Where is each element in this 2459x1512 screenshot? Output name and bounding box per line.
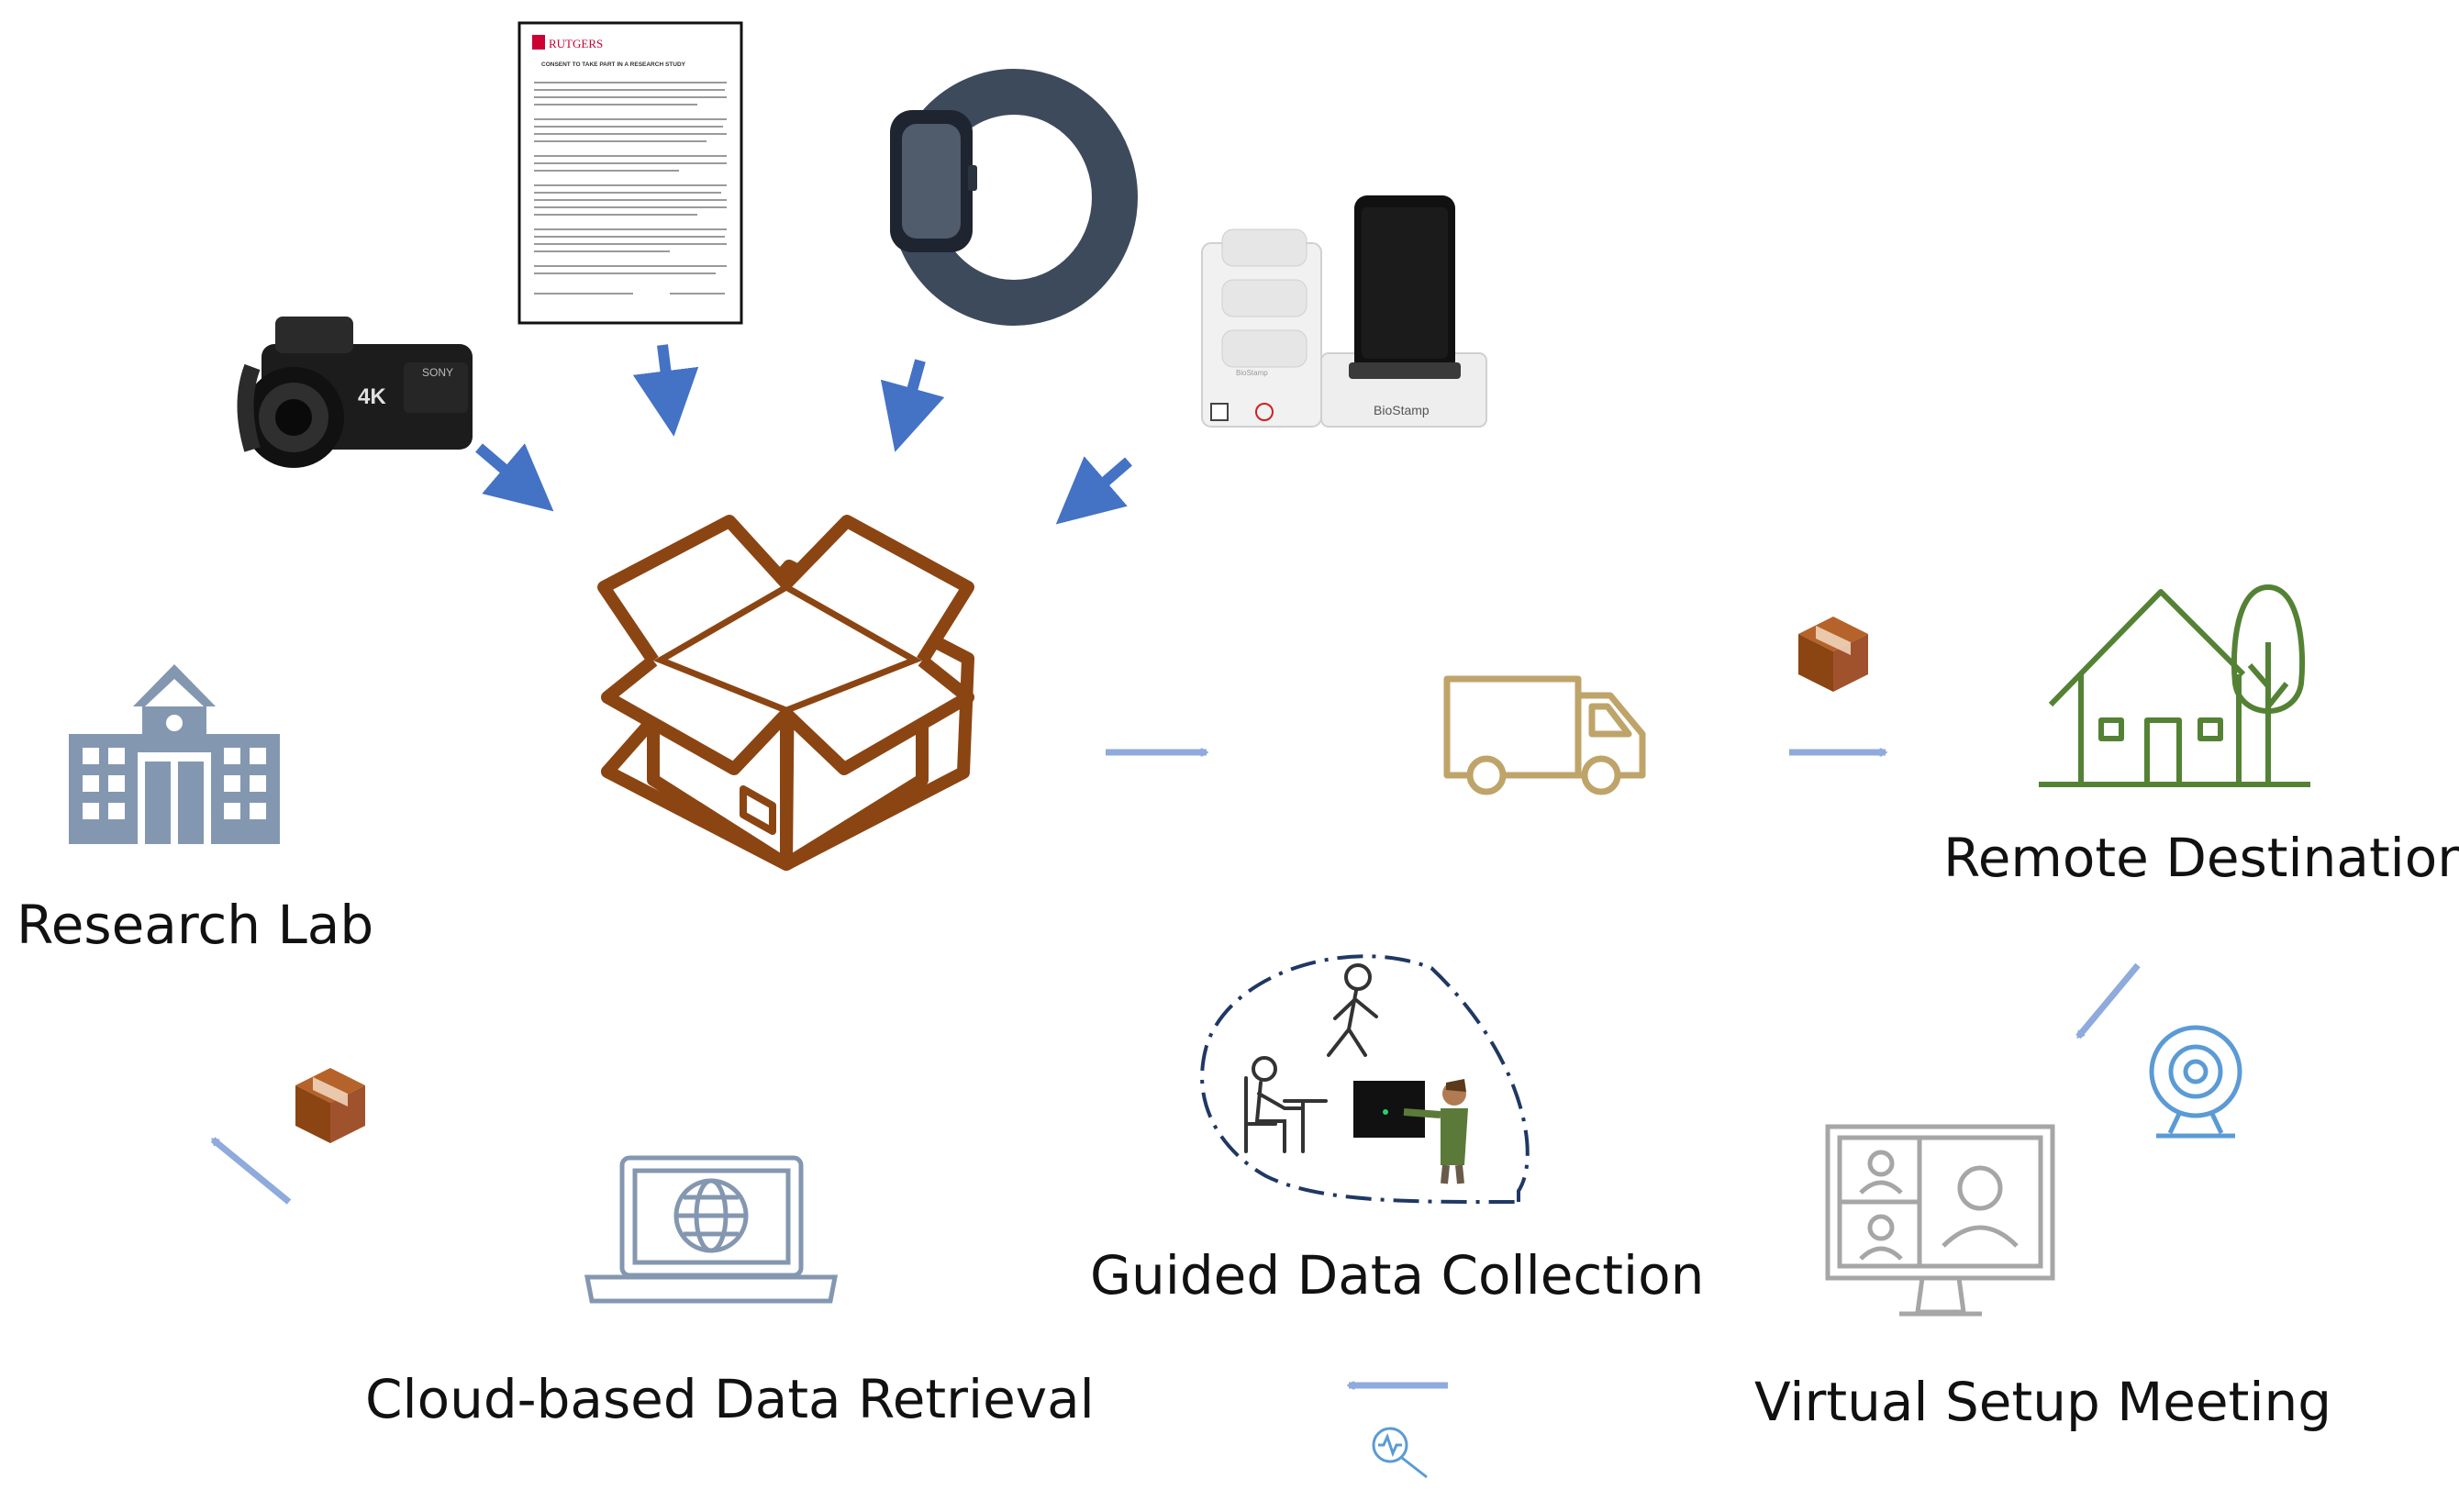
arrow-watch-to-box bbox=[880, 359, 945, 452]
arrow-biostamp-to-box bbox=[1055, 456, 1132, 525]
consent-title: CONSENT TO TAKE PART IN A RESEARCH STUDY bbox=[541, 61, 686, 68]
arrow-house-to-meeting bbox=[2075, 962, 2141, 1040]
school-building-icon bbox=[69, 664, 280, 844]
package-icon-bottom bbox=[295, 1068, 365, 1143]
delivery-truck-icon bbox=[1443, 675, 1646, 795]
research-lab-label: Research Lab bbox=[17, 894, 373, 956]
arrow-camera-to-box bbox=[475, 443, 554, 512]
camera-badge: 4K bbox=[358, 384, 386, 409]
open-box-icon bbox=[597, 515, 974, 871]
seated-person-icon bbox=[1244, 1056, 1328, 1153]
cloud-data-retrieval-label: Cloud-based Data Retrieval bbox=[365, 1368, 1095, 1430]
laptop-globe-icon bbox=[584, 1155, 839, 1304]
package-icon-top bbox=[1798, 617, 1868, 692]
video-camera-icon: 4K SONY bbox=[237, 317, 473, 468]
input-arrows bbox=[475, 344, 1132, 525]
walking-person-icon bbox=[1327, 963, 1378, 1057]
arrow-document-to-box bbox=[632, 344, 699, 437]
pointing-person-icon bbox=[1353, 1079, 1468, 1184]
smartwatch-icon bbox=[890, 69, 1138, 326]
data-search-icon bbox=[1372, 1427, 1428, 1479]
remote-destination-label: Remote Destination bbox=[1943, 827, 2459, 889]
data-collection-scene bbox=[1200, 954, 1530, 1205]
house-with-tree-icon bbox=[2039, 584, 2310, 787]
webcam-icon bbox=[2149, 1025, 2242, 1139]
biostamp-sensor-label: BioStamp bbox=[1236, 369, 1268, 377]
virtual-setup-meeting-label: Virtual Setup Meeting bbox=[1754, 1371, 2331, 1433]
consent-document-icon: RUTGERS CONSENT TO TAKE PART IN A RESEAR… bbox=[517, 21, 743, 325]
arrow-laptop-to-lab bbox=[210, 1137, 292, 1205]
guided-data-collection-label: Guided Data Collection bbox=[1090, 1244, 1704, 1306]
consent-header: RUTGERS bbox=[549, 37, 603, 50]
biostamp-brand: BioStamp bbox=[1374, 403, 1430, 417]
biostamp-kit-icon: BioStamp BioStamp bbox=[1201, 195, 1487, 428]
camera-brand: SONY bbox=[422, 366, 453, 379]
video-conference-monitor-icon bbox=[1825, 1124, 2055, 1317]
